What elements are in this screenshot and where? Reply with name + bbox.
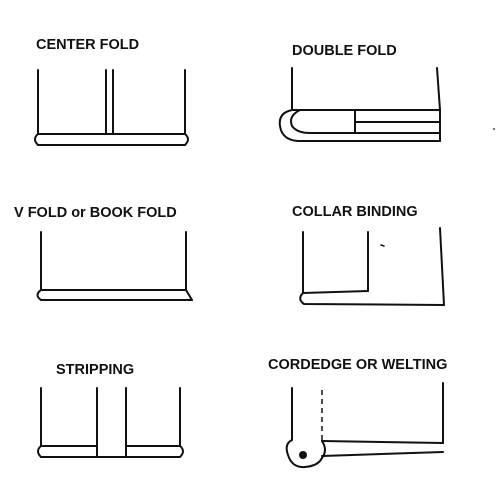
stripping-drawing	[37, 387, 184, 458]
cord-dot-icon	[299, 451, 307, 459]
center-fold-label: CENTER FOLD	[36, 37, 139, 53]
cordedge-panel: CORDEDGE OR WELTING	[268, 357, 447, 469]
v-fold-panel: V FOLD or BOOK FOLD	[14, 205, 193, 301]
double-fold-panel: DOUBLE FOLD	[278, 43, 441, 142]
v-fold-label: V FOLD or BOOK FOLD	[14, 205, 177, 221]
collar-binding-drawing	[299, 227, 445, 306]
collar-binding-panel: COLLAR BINDING	[292, 204, 445, 306]
v-fold-drawing	[36, 231, 193, 301]
stripping-label: STRIPPING	[56, 362, 134, 378]
stripping-panel: STRIPPING	[37, 362, 184, 458]
collar-binding-label: COLLAR BINDING	[292, 204, 418, 220]
cordedge-drawing	[285, 382, 444, 469]
double-fold-drawing	[278, 67, 441, 142]
center-fold-drawing	[34, 69, 189, 146]
double-fold-label: DOUBLE FOLD	[292, 43, 397, 59]
speck-mark	[493, 128, 495, 130]
center-fold-panel: CENTER FOLD	[34, 37, 189, 146]
cordedge-label: CORDEDGE OR WELTING	[268, 357, 447, 373]
